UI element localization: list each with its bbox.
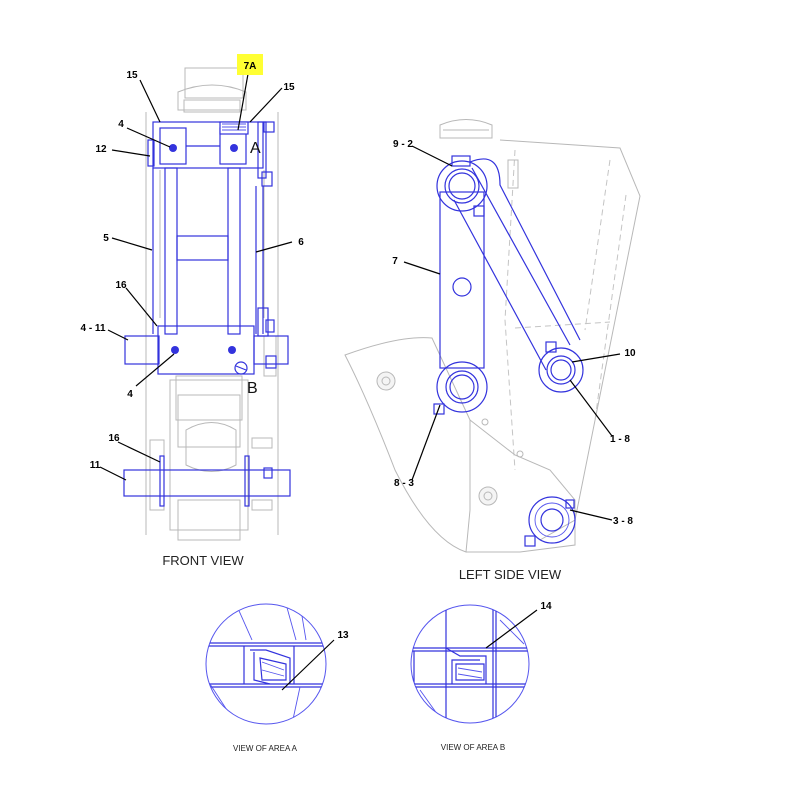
callout-4-bottom[interactable]: 4 xyxy=(127,389,133,400)
callout-11[interactable]: 11 xyxy=(90,460,101,471)
area-a-marker: A xyxy=(250,140,261,157)
front-view-background xyxy=(145,67,279,541)
left-side-view-drawing: 9 - 2 7 10 1 - 8 8 - 3 3 - 8 LEFT SIDE V… xyxy=(344,119,641,582)
callout-13[interactable]: 13 xyxy=(337,630,349,641)
callout-16-top[interactable]: 16 xyxy=(115,280,127,291)
callout-4-top[interactable]: 4 xyxy=(118,119,124,130)
callout-5[interactable]: 5 xyxy=(103,233,109,244)
front-view-title: FRONT VIEW xyxy=(162,553,244,568)
callout-1-8[interactable]: 1 - 8 xyxy=(610,434,630,445)
area-a-view-title: VIEW OF AREA A xyxy=(233,744,298,753)
callout-4-11[interactable]: 4 - 11 xyxy=(80,323,105,334)
front-view-parts xyxy=(123,121,291,507)
callout-8-3[interactable]: 8 - 3 xyxy=(394,478,414,489)
callout-14[interactable]: 14 xyxy=(540,601,552,612)
area-a-detail: 13 VIEW OF AREA A xyxy=(205,603,349,753)
left-side-view-title: LEFT SIDE VIEW xyxy=(459,567,562,582)
callout-9-2[interactable]: 9 - 2 xyxy=(393,139,413,150)
callout-7[interactable]: 7 xyxy=(392,256,398,267)
callout-7a[interactable]: 7A xyxy=(244,61,257,72)
area-b-detail: 14 VIEW OF AREA B xyxy=(410,601,552,752)
area-b-marker: B xyxy=(247,380,258,397)
side-view-background xyxy=(344,119,641,553)
side-view-parts xyxy=(433,155,584,547)
front-view-leaders xyxy=(99,73,293,481)
callout-16-bottom[interactable]: 16 xyxy=(108,433,120,444)
callout-6[interactable]: 6 xyxy=(298,237,304,248)
callout-3-8[interactable]: 3 - 8 xyxy=(613,516,633,527)
callout-10[interactable]: 10 xyxy=(624,348,636,359)
side-view-leaders xyxy=(403,145,621,521)
front-view-drawing: A B 7A 15 15 4 12 5 6 16 4 - 11 4 16 xyxy=(80,54,304,568)
highlight-7a xyxy=(237,54,263,75)
callout-15-left[interactable]: 15 xyxy=(126,70,138,81)
callout-15-right[interactable]: 15 xyxy=(283,82,295,93)
callout-12[interactable]: 12 xyxy=(95,144,107,155)
area-b-view-title: VIEW OF AREA B xyxy=(441,743,505,752)
